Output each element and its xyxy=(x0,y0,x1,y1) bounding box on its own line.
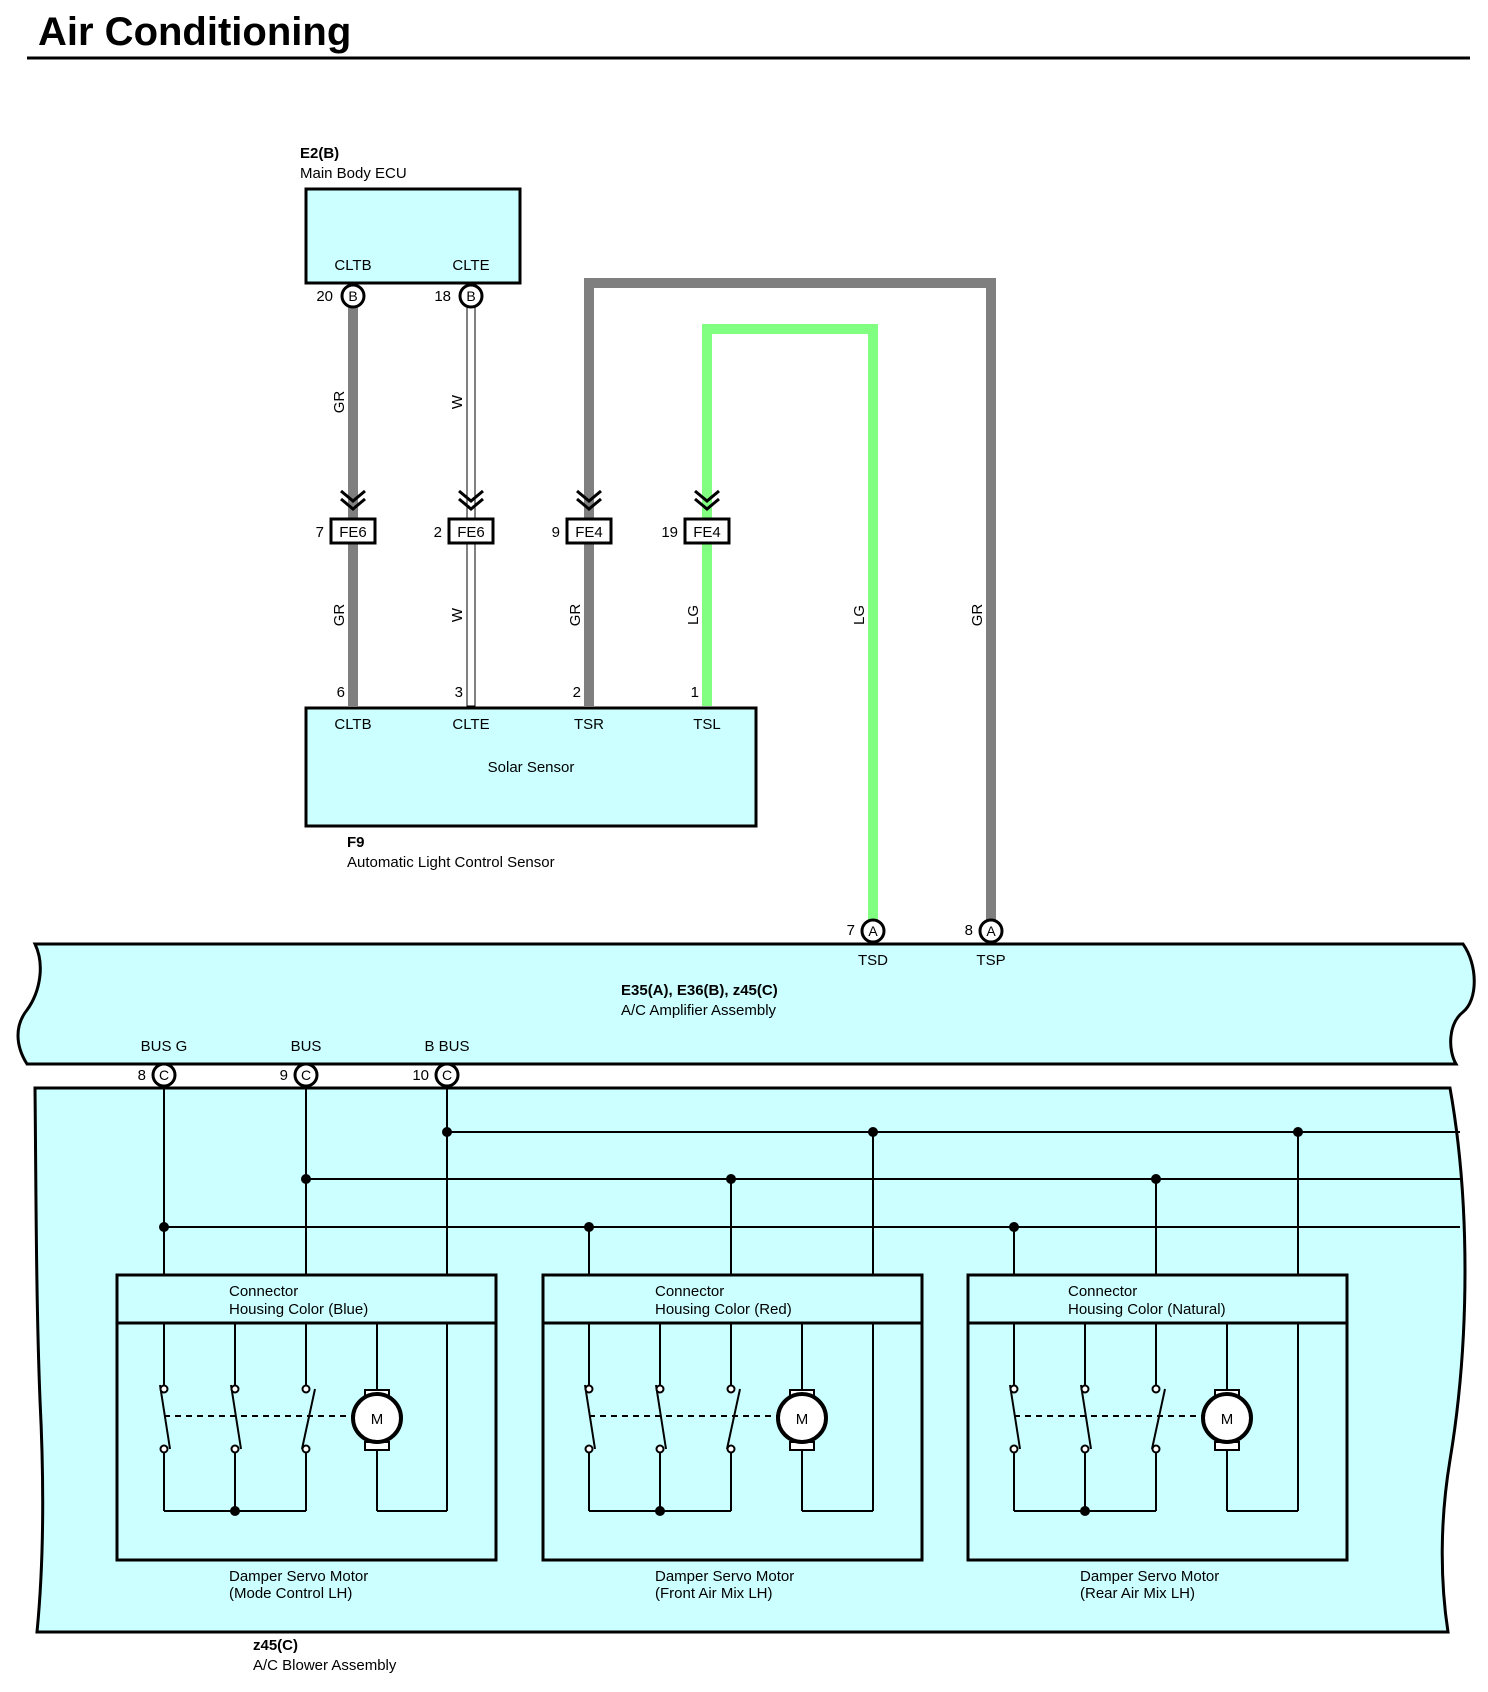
amp-bus-label-bbus: B BUS xyxy=(424,1038,469,1055)
junction-conn-fe6-7: FE6 xyxy=(339,524,367,541)
motor1-symbol: M xyxy=(371,1411,384,1428)
ecu-pin-num-18: 18 xyxy=(434,288,451,305)
amp-name: A/C Amplifier Assembly xyxy=(621,1002,777,1019)
sensor-name: Automatic Light Control Sensor xyxy=(347,854,555,871)
sensor-code: F9 xyxy=(347,834,365,851)
damper-servo-motor-mode-control: Connector Housing Color (Blue) xyxy=(115,1273,498,1602)
wire-label-gr-tsr: GR xyxy=(567,604,584,627)
wires xyxy=(348,278,996,924)
motor3-housing-line1: Connector xyxy=(1068,1283,1137,1300)
sensor-inner-label: Solar Sensor xyxy=(488,759,575,776)
motor3-name-line2: (Rear Air Mix LH) xyxy=(1080,1585,1195,1602)
junction-num-2: 2 xyxy=(434,524,442,541)
amp-code: E35(A), E36(B), z45(C) xyxy=(621,982,778,999)
motor1-housing-line2: Housing Color (Blue) xyxy=(229,1301,368,1318)
motor1-name-line1: Damper Servo Motor xyxy=(229,1568,368,1585)
amp-bus-label-bus: BUS xyxy=(291,1038,322,1055)
junction-num-7: 7 xyxy=(316,524,324,541)
damper-servo-motor-rear-air-mix: Connector Housing Color (Natural) xyxy=(966,1273,1349,1602)
junction-num-19: 19 xyxy=(661,524,678,541)
sensor-pin-num-3: 3 xyxy=(455,684,463,701)
wire-label-gr-lower: GR xyxy=(331,604,348,627)
motor2-housing-line2: Housing Color (Red) xyxy=(655,1301,792,1318)
sensor-pin-num-2: 2 xyxy=(573,684,581,701)
ac-amplifier-assembly xyxy=(16,942,1476,1066)
bus-pin-conn-busg: C xyxy=(159,1067,169,1083)
amp-pin-num-8: 8 xyxy=(965,922,973,939)
bus-wires xyxy=(159,1075,1460,1274)
bus-pin-num-10: 10 xyxy=(412,1067,429,1084)
wire-tsr-tsp-gr xyxy=(584,278,996,924)
bus-pin-num-9: 9 xyxy=(280,1067,288,1084)
main-body-ecu xyxy=(304,187,522,285)
junction-conn-fe6-2: FE6 xyxy=(457,524,485,541)
junction-connectors: FE6 7 FE6 2 FE4 9 FE4 19 xyxy=(316,489,731,545)
sensor-pin-name-clte: CLTE xyxy=(452,716,489,733)
blower-name: A/C Blower Assembly xyxy=(253,1657,397,1674)
motor2-housing-line1: Connector xyxy=(655,1283,724,1300)
bus-pin-circle-busg xyxy=(151,1062,177,1088)
bus-pin-conn-bbus: C xyxy=(442,1067,452,1083)
junction-box-fe6-7 xyxy=(329,517,377,545)
sensor-pin-name-cltb: CLTB xyxy=(334,716,371,733)
sensor-pin-name-tsl: TSL xyxy=(693,716,721,733)
ecu-pin-name-clte: CLTE xyxy=(452,257,489,274)
junction-box-fe4-19 xyxy=(683,517,731,545)
bus-pin-circle-bbus xyxy=(434,1062,460,1088)
bus-pin-circle-bus xyxy=(293,1062,319,1088)
junction-num-9: 9 xyxy=(552,524,560,541)
motor1-name-line2: (Mode Control LH) xyxy=(229,1585,352,1602)
junction-conn-fe4-19: FE4 xyxy=(693,524,721,541)
amp-pin-conn-tsp: A xyxy=(986,923,996,939)
sensor-pin-num-1: 1 xyxy=(691,684,699,701)
ecu-pin-name-cltb: CLTB xyxy=(334,257,371,274)
solar-sensor-box xyxy=(304,706,758,828)
motor3-symbol: M xyxy=(1221,1411,1234,1428)
amp-pin-circle-tsp xyxy=(978,918,1004,944)
motor1-motor-icon xyxy=(351,1392,403,1444)
blower-code: z45(C) xyxy=(253,1637,298,1654)
wire-label-w-lower: W xyxy=(449,607,466,622)
motor2-motor-icon xyxy=(776,1392,828,1444)
bus-pin-conn-bus: C xyxy=(301,1067,311,1083)
wire-label-lg-tsd: LG xyxy=(851,605,868,625)
amp-pin-circle-tsd xyxy=(860,918,886,944)
amp-bus-label-busg: BUS G xyxy=(141,1038,188,1055)
amp-pin-conn-tsd: A xyxy=(868,923,878,939)
ecu-pin-conn-cltb: B xyxy=(348,288,357,304)
motor2-name-line1: Damper Servo Motor xyxy=(655,1568,794,1585)
ecu-name: Main Body ECU xyxy=(300,165,407,182)
bus-pin-num-8: 8 xyxy=(138,1067,146,1084)
sensor-pin-num-6: 6 xyxy=(337,684,345,701)
damper-servo-motor-front-air-mix: Connector Housing Color (Red) xyxy=(541,1273,924,1602)
junction-conn-fe4-9: FE4 xyxy=(575,524,603,541)
ac-blower-assembly xyxy=(33,1086,1467,1634)
motor2-name-line2: (Front Air Mix LH) xyxy=(655,1585,773,1602)
ecu-pin-circle-clte xyxy=(458,283,484,309)
motor2-symbol: M xyxy=(796,1411,809,1428)
ecu-pin-conn-clte: B xyxy=(466,288,475,304)
motor3-housing-line2: Housing Color (Natural) xyxy=(1068,1301,1226,1318)
amp-pin-num-7: 7 xyxy=(847,922,855,939)
amp-pin-name-tsd: TSD xyxy=(858,952,888,969)
junction-box-fe6-2 xyxy=(447,517,495,545)
motor1-housing-line1: Connector xyxy=(229,1283,298,1300)
amp-pin-name-tsp: TSP xyxy=(976,952,1005,969)
junction-box-fe4-9 xyxy=(565,517,613,545)
motor3-motor-icon xyxy=(1201,1392,1253,1444)
wire-label-gr-upper: GR xyxy=(331,391,348,414)
wire-tsl-tsd-lg xyxy=(702,324,878,924)
ecu-pin-num-20: 20 xyxy=(316,288,333,305)
ecu-code: E2(B) xyxy=(300,145,339,162)
motor3-name-line1: Damper Servo Motor xyxy=(1080,1568,1219,1585)
ecu-pin-circle-cltb xyxy=(340,283,366,309)
sensor-pin-name-tsr: TSR xyxy=(574,716,604,733)
wire-label-w-upper: W xyxy=(449,394,466,409)
wire-label-gr-tsp: GR xyxy=(969,604,986,627)
page-title: Air Conditioning xyxy=(38,10,351,54)
wire-label-lg-tsl: LG xyxy=(685,605,702,625)
